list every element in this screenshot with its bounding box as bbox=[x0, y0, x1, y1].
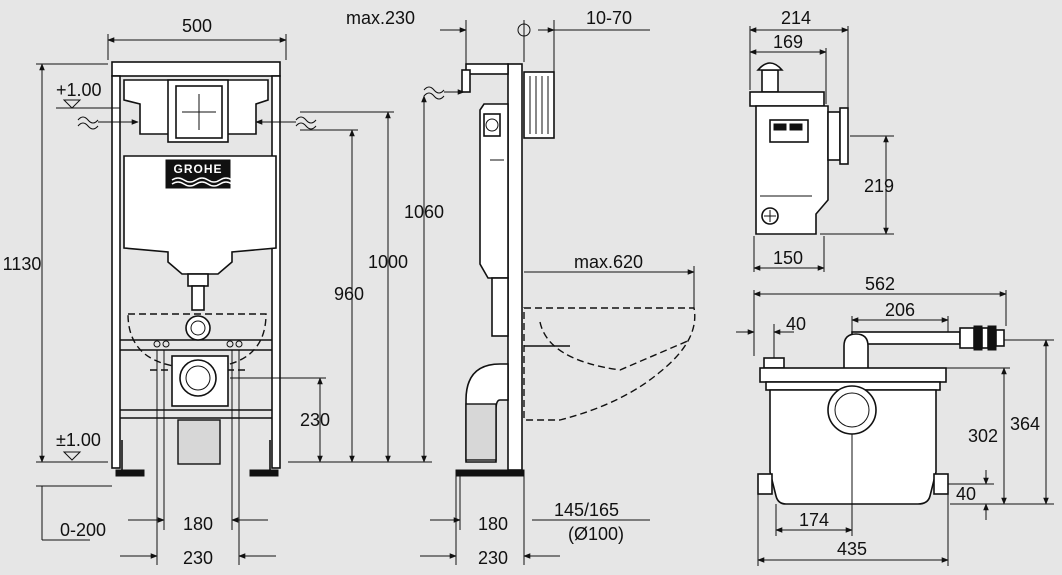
dim-side-180: 180 bbox=[478, 514, 508, 534]
dim-pump-219: 219 bbox=[864, 176, 894, 196]
level-top: +1.00 bbox=[56, 80, 102, 100]
flush-outlet bbox=[185, 315, 211, 341]
side-view: max.230 10-70 1060 max.620 180 230 145/1… bbox=[346, 8, 696, 568]
pump-side-view: 214 169 219 150 bbox=[749, 8, 894, 272]
dim-height-230: 230 bbox=[300, 410, 330, 430]
frame-left-post bbox=[111, 75, 121, 469]
side-frame-post bbox=[507, 63, 523, 471]
dim-pump-562: 562 bbox=[865, 274, 895, 294]
side-bowl-outline bbox=[523, 307, 696, 421]
dim-width-500: 500 bbox=[182, 16, 212, 36]
dim-depth-max: max.230 bbox=[346, 8, 415, 28]
side-flush-pipe bbox=[491, 277, 509, 337]
dim-side-230: 230 bbox=[478, 548, 508, 568]
dim-pump-214: 214 bbox=[781, 8, 811, 28]
water-inlet-left bbox=[77, 116, 99, 130]
pump-lid bbox=[759, 367, 947, 383]
pump-top-vent bbox=[761, 69, 779, 93]
frame-top-rail bbox=[111, 61, 281, 77]
dim-floor-offset: 0-200 bbox=[60, 520, 106, 540]
front-view: GROHE 500 1130 bbox=[3, 16, 432, 568]
frame-left-foot bbox=[115, 469, 145, 477]
dim-height-1000: 1000 bbox=[368, 252, 408, 272]
dim-height-1060: 1060 bbox=[404, 202, 444, 222]
dim-pipe-diameter: (Ø100) bbox=[568, 524, 624, 544]
level-bottom: ±1.00 bbox=[56, 430, 101, 450]
dim-height-1130: 1130 bbox=[3, 254, 42, 274]
dim-pump-435: 435 bbox=[837, 539, 867, 559]
dim-bowl-max: max.620 bbox=[574, 252, 643, 272]
brand-logo: GROHE bbox=[173, 162, 222, 176]
waste-outlet-pipe bbox=[179, 359, 217, 397]
dim-height-960: 960 bbox=[334, 284, 364, 304]
side-cistern bbox=[479, 103, 509, 279]
dim-bolt-230: 230 bbox=[183, 548, 213, 568]
pump-front-view: 562 206 40 364 302 40 174 435 bbox=[736, 274, 1054, 566]
waste-elbow bbox=[177, 419, 221, 465]
dim-pump-364: 364 bbox=[1010, 414, 1040, 434]
side-flush-plate bbox=[523, 71, 555, 139]
pump-front-body bbox=[769, 389, 937, 505]
dim-pump-150: 150 bbox=[773, 248, 803, 268]
dim-adjust-range: 10-70 bbox=[586, 8, 632, 28]
side-frame-foot bbox=[455, 469, 525, 477]
frame-right-post bbox=[271, 75, 281, 469]
dim-pump-169: 169 bbox=[773, 32, 803, 52]
water-inlet-right bbox=[295, 116, 317, 130]
dim-pump-206: 206 bbox=[885, 300, 915, 320]
cistern bbox=[123, 155, 277, 275]
frame-right-foot bbox=[249, 469, 279, 477]
dim-bolt-180: 180 bbox=[183, 514, 213, 534]
dim-pump-174: 174 bbox=[799, 510, 829, 530]
dim-pump-40-bottom: 40 bbox=[956, 484, 976, 504]
dim-pump-40-top: 40 bbox=[786, 314, 806, 334]
flush-pipe-top bbox=[187, 273, 209, 287]
dim-pipe-size: 145/165 bbox=[554, 500, 619, 520]
dim-pump-302: 302 bbox=[968, 426, 998, 446]
